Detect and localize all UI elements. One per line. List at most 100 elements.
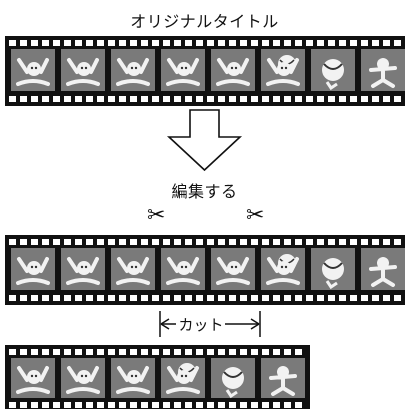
sprocket-hole	[86, 96, 93, 102]
sprocket-hole	[273, 96, 280, 102]
sprocket-hole	[229, 402, 236, 408]
child-head-icon	[227, 62, 241, 76]
sprocket-hole	[295, 239, 302, 245]
sprocket-hole	[20, 239, 27, 245]
sprocket-hole	[207, 349, 214, 355]
sprocket-hole	[64, 295, 71, 301]
sprocket-hole	[152, 96, 159, 102]
sprocket-hole	[284, 96, 291, 102]
sprocket-hole	[9, 239, 16, 245]
sprocket-hole	[64, 402, 71, 408]
sprocket-hole	[163, 402, 170, 408]
sprocket-hole	[317, 295, 324, 301]
sprocket-hole	[372, 40, 379, 46]
sprocket-hole	[163, 96, 170, 102]
sprocket-hole	[108, 239, 115, 245]
sprocket-hole	[240, 96, 247, 102]
sprocket-hole	[53, 349, 60, 355]
sprocket-hole	[152, 349, 159, 355]
scissors-icon-left: ✂	[147, 203, 166, 228]
sprocket-hole	[64, 96, 71, 102]
sprocket-hole	[339, 239, 346, 245]
scissors-icon-right: ✂	[246, 203, 265, 228]
original-film-strip	[5, 36, 405, 106]
sprocket-hole	[284, 239, 291, 245]
down-arrow-icon	[166, 109, 243, 172]
sprocket-hole	[262, 402, 269, 408]
sprocket-hole	[174, 295, 181, 301]
sprocket-hole	[251, 96, 258, 102]
sprocket-hole	[86, 239, 93, 245]
original-title: オリジナルタイトル	[130, 12, 279, 31]
edited-film-strip-result	[5, 345, 310, 409]
cut-range-bracket	[159, 311, 261, 337]
sprocket-hole	[262, 349, 269, 355]
sprocket-hole	[383, 239, 390, 245]
sprocket-hole	[262, 96, 269, 102]
sprocket-hole	[207, 96, 214, 102]
sprocket-hole	[185, 402, 192, 408]
sprocket-hole	[284, 349, 291, 355]
sprocket-hole	[20, 349, 27, 355]
sprocket-hole	[108, 295, 115, 301]
sprocket-hole	[317, 96, 324, 102]
sprocket-hole	[229, 295, 236, 301]
sprocket-hole	[42, 40, 49, 46]
sprocket-hole	[185, 40, 192, 46]
sprocket-hole	[163, 239, 170, 245]
sprocket-hole	[207, 295, 214, 301]
sprocket-hole	[130, 349, 137, 355]
sprocket-hole	[152, 402, 159, 408]
sprocket-hole	[383, 40, 390, 46]
sprocket-hole	[174, 402, 181, 408]
sprocket-hole	[174, 239, 181, 245]
sprocket-hole	[163, 295, 170, 301]
sprocket-hole	[251, 349, 258, 355]
sprocket-hole	[53, 239, 60, 245]
sprocket-hole	[306, 295, 313, 301]
sprocket-hole	[240, 349, 247, 355]
sprocket-hole	[42, 295, 49, 301]
child-head-icon	[277, 261, 291, 275]
sprocket-hole	[64, 349, 71, 355]
sprocket-hole	[339, 40, 346, 46]
sprocket-hole	[295, 40, 302, 46]
sprocket-hole	[119, 349, 126, 355]
sprocket-hole	[31, 402, 38, 408]
sprocket-hole	[328, 295, 335, 301]
child-head-icon	[227, 261, 241, 275]
sprocket-hole	[75, 402, 82, 408]
sprocket-hole	[339, 96, 346, 102]
sprocket-hole	[86, 40, 93, 46]
sprocket-hole	[185, 349, 192, 355]
sprocket-hole	[53, 402, 60, 408]
child-head-icon	[277, 62, 291, 76]
sprocket-hole	[86, 295, 93, 301]
sprocket-hole	[394, 239, 401, 245]
sprocket-hole	[295, 402, 302, 408]
child-head-icon	[77, 370, 91, 384]
sprocket-hole	[251, 239, 258, 245]
sprocket-hole	[196, 40, 203, 46]
sprocket-hole	[108, 349, 115, 355]
sprocket-hole	[361, 295, 368, 301]
sprocket-hole	[64, 40, 71, 46]
sprocket-hole	[196, 295, 203, 301]
sprocket-hole	[350, 295, 357, 301]
sprocket-hole	[218, 349, 225, 355]
sprocket-hole	[31, 96, 38, 102]
sprocket-hole	[240, 295, 247, 301]
sprocket-hole	[174, 40, 181, 46]
sprocket-hole	[108, 402, 115, 408]
sprocket-hole	[361, 40, 368, 46]
sprocket-hole	[20, 295, 27, 301]
sprocket-hole	[130, 402, 137, 408]
sprocket-row-bottom	[9, 96, 401, 102]
sprocket-hole	[394, 295, 401, 301]
sprocket-hole	[75, 40, 82, 46]
sprocket-hole	[328, 96, 335, 102]
sprocket-hole	[185, 295, 192, 301]
sprocket-hole	[372, 239, 379, 245]
edit-label: 編集する	[171, 182, 238, 201]
sprocket-hole	[229, 96, 236, 102]
